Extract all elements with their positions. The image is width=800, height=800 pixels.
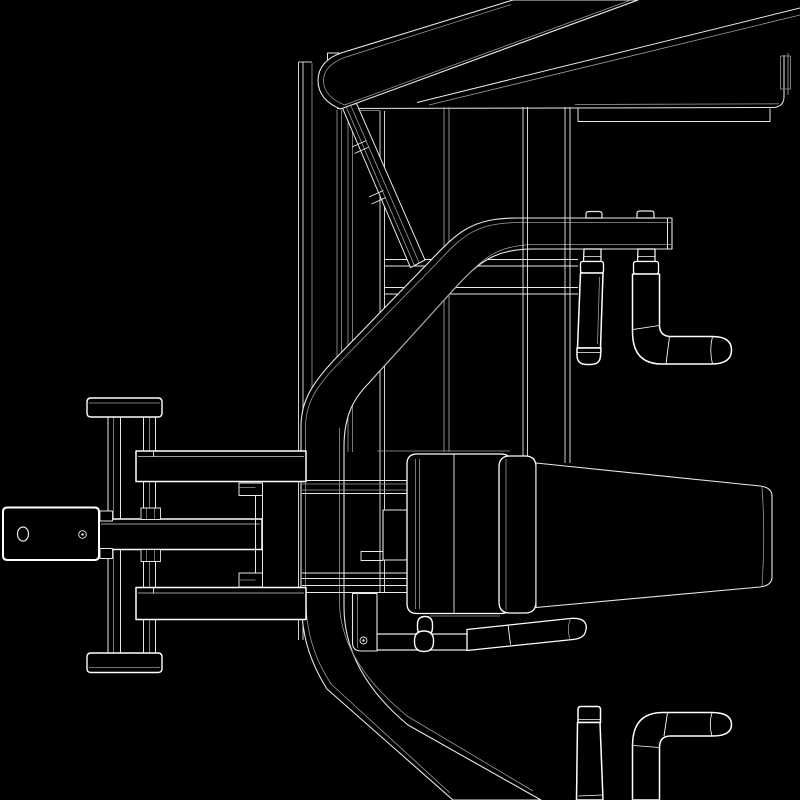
carriage-lug-top [238, 482, 263, 496]
grip-L-neck [636, 248, 656, 263]
pad-strut-inner-2 [350, 105, 420, 263]
pad-strut-collar-2b [371, 197, 387, 205]
hitch-box-bolt-dot [81, 533, 84, 536]
grip-L-joint-2 [710, 336, 713, 365]
handle-stub-1 [585, 210, 603, 219]
pad-strut-body [341, 103, 426, 268]
backrest-shelf-edge [577, 108, 771, 122]
hitch-box [2, 506, 100, 561]
seat-cone-end-line [761, 486, 765, 587]
grip-straight-lower-cap [577, 705, 602, 724]
backrest-panel-top-edge [416, 7, 800, 103]
backrest-panel-bottom-inner [574, 103, 780, 105]
grip-L-collar [632, 260, 660, 275]
lower-bracket-plate [351, 592, 378, 652]
grip-L-lower-body [631, 711, 733, 800]
hitch-box-bolt [78, 530, 87, 539]
leg-clamp-2a [140, 507, 161, 520]
grip-straight-neck [582, 248, 602, 263]
seat-bolster [498, 455, 537, 614]
grip-straight-body-line [597, 276, 600, 345]
grip-L-body [631, 273, 733, 365]
lower-bracket-bolt [359, 636, 368, 645]
bench-pad-body [317, 0, 639, 110]
seat-cone [535, 462, 773, 609]
footrest-cylinder-cap-line [567, 618, 571, 640]
base-foot-bottom [86, 652, 163, 674]
bench-pad-bottom-inner [344, 0, 632, 106]
base-beam-upper [135, 450, 307, 483]
grip-straight-collar [579, 260, 605, 274]
pad-strut-collar-2a [368, 190, 384, 198]
backrest-panel-top-inner [428, 14, 800, 106]
footrest-knob-lower [413, 630, 435, 653]
leg-clamp-2b [140, 549, 161, 562]
base-beam-lower [135, 586, 307, 621]
bench-pad-tip-inner [323, 57, 345, 106]
pad-strut-collar-1a [351, 140, 367, 148]
bench-pad-top-inner [344, 4, 512, 58]
leg-clamp-1b [99, 548, 113, 559]
backrest-panel-bottom-edge [336, 55, 785, 109]
pad-strut-inner-1 [346, 107, 415, 266]
hitch-box-hole [16, 526, 30, 542]
pad-strut-collar-1b [354, 146, 370, 154]
grip-L-lower-joint-2 [709, 712, 713, 737]
grip-L-lower-joint-1 [663, 712, 668, 737]
grip-straight-lower-body [575, 721, 604, 800]
seat-bracket-step [360, 551, 383, 561]
grip-L-joint-1 [665, 336, 670, 365]
backrest-panel-face [337, 12, 786, 109]
main-frame-tube-accent-bend [339, 601, 534, 792]
main-frame-tube-accent-inner [371, 244, 672, 380]
footrest-cylinder-joint [507, 624, 511, 645]
seat-pad-main [406, 453, 512, 615]
base-foot-top [86, 397, 163, 418]
grip-L-lower-joint-3 [632, 745, 660, 748]
main-frame-tube-accent-top [305, 222, 672, 794]
backrest-panel-bracket [780, 55, 791, 90]
footrest-cylinder [466, 617, 587, 652]
handle-stub-2 [636, 210, 655, 219]
grip-straight-cap [576, 347, 602, 366]
leg-clamp-1a [99, 510, 113, 522]
grip-straight-lower-line [578, 794, 603, 797]
grip-L-joint-3 [632, 325, 660, 330]
lower-bracket-bolt-dot [362, 639, 365, 642]
